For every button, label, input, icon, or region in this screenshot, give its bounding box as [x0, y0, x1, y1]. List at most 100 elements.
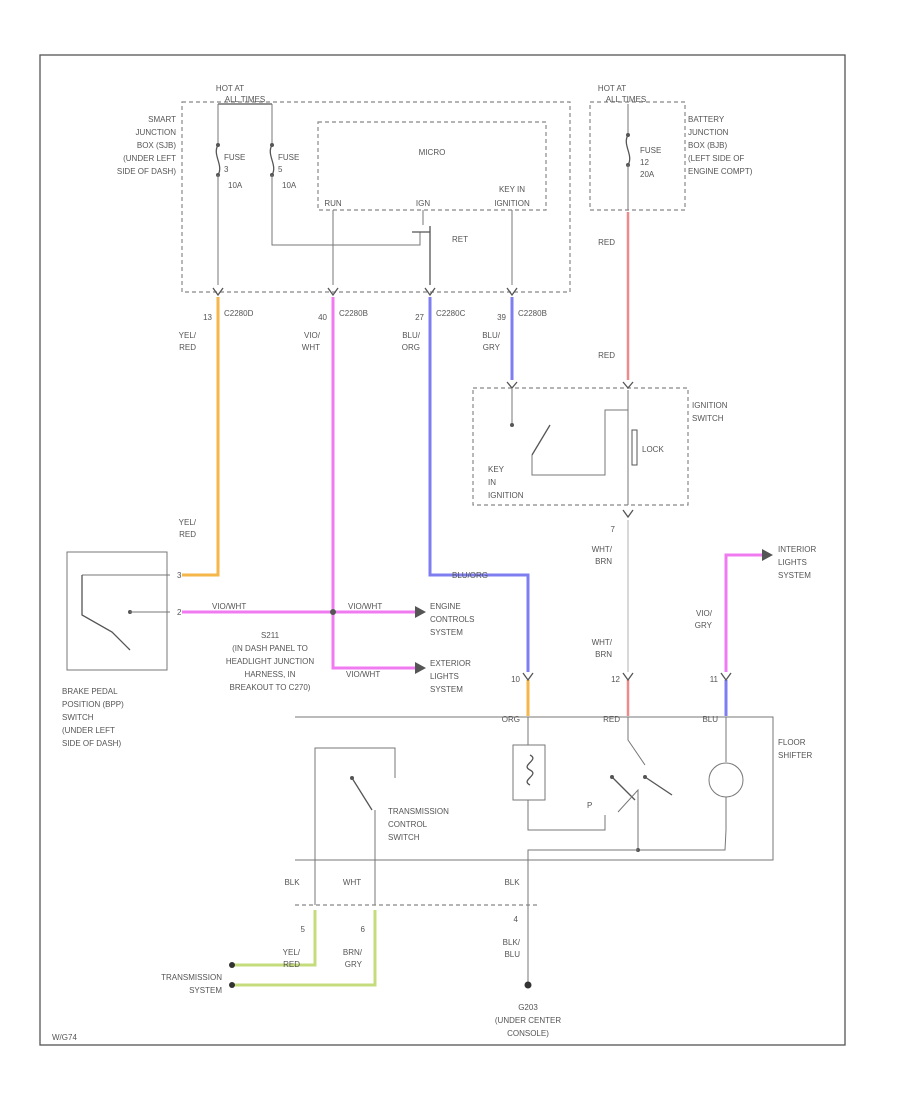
ign-key-contact [510, 423, 514, 427]
sjb-label-0: SMART [148, 115, 176, 124]
lbl-vio-gry-1: GRY [695, 621, 713, 630]
solenoid-return [527, 800, 606, 831]
fs-pin-12 [622, 672, 634, 682]
lbl-yel-red-b1: RED [283, 960, 300, 969]
splice-label-2: HEADLIGHT JUNCTION [226, 657, 315, 666]
ign-key-blade [531, 424, 551, 456]
bottom-pin-4: 4 [514, 915, 519, 924]
fs-pin-11 [720, 672, 732, 682]
fuse5-label-0: FUSE [278, 153, 299, 162]
figure-id: W/G74 [52, 1033, 77, 1042]
engine-label-1: CONTROLS [430, 615, 474, 624]
lbl-wht-brn-a0: WHT/ [592, 545, 613, 554]
ground-label-1: (UNDER CENTER [495, 1016, 561, 1025]
bjb-outline [589, 101, 686, 211]
fs-pin-label-0: ORG [502, 715, 520, 724]
wire-vio-wht-main [331, 297, 415, 670]
fuse12-label-2: 20A [640, 170, 655, 179]
micro-box [317, 121, 547, 211]
lbl-vio-wht-0: VIO/ [304, 331, 321, 340]
floor-shifter: 10 12 11 ORG RED BLU FLOOR SHIFTER P [295, 672, 812, 905]
fuse3-label-2: 10A [228, 181, 243, 190]
bottom-pin-6: 6 [361, 925, 366, 934]
lbl-wht-brn-b0: WHT/ [592, 638, 613, 647]
pin-conn-2: C2280C [436, 309, 466, 318]
tcs-label-2: SWITCH [388, 833, 420, 842]
solenoid-frame [512, 717, 546, 801]
bjb-hot-at-0: HOT AT [598, 84, 626, 93]
lbl-blk-blu-0: BLK/ [503, 938, 521, 947]
wire-yel-red-b [232, 910, 317, 967]
smart-junction-box: SMART JUNCTION BOX (SJB) (UNDER LEFT SID… [117, 84, 571, 322]
splice-tag-3: VIO/WHT [346, 670, 380, 679]
micro-run-label: RUN [324, 199, 342, 208]
tcs-blade [351, 777, 373, 811]
fs-pin-num-0: 10 [511, 675, 520, 684]
ign-lock-label: LOCK [642, 445, 664, 454]
lbl-yel-red-0b: YEL/ [179, 518, 197, 527]
lbl-yel-red-1: RED [179, 343, 196, 352]
lbl-blk-blu-1: BLU [504, 950, 520, 959]
floor-shifter-outline [295, 716, 774, 861]
fuse5-label-2: 10A [282, 181, 297, 190]
fs-label-0: FLOOR [778, 738, 806, 747]
sjb-label-2: BOX (SJB) [137, 141, 176, 150]
pin-num-0: 13 [203, 313, 212, 322]
bpp-label-1: POSITION (BPP) [62, 700, 124, 709]
ign-pin-bottom [622, 509, 634, 519]
tcs-label-0: TRANSMISSION [388, 807, 449, 816]
bjb-label-4: ENGINE COMPT) [688, 167, 753, 176]
sjb-pin-13 [212, 287, 224, 297]
exterior-arrow [415, 662, 426, 674]
ign-key-label-0: KEY [488, 465, 505, 474]
sjb-pin-40 [327, 287, 339, 297]
sjb-label-4: SIDE OF DASH) [117, 167, 176, 176]
ign-pin-num: 7 [611, 525, 616, 534]
tcs-label-1: CONTROL [388, 820, 428, 829]
p-blade-b [644, 776, 673, 796]
trans-sys-terminal-a [229, 962, 235, 968]
fuse12-element [625, 134, 631, 166]
bottom-label-wht: WHT [343, 878, 361, 887]
pin-num-3: 39 [497, 313, 506, 322]
sjb-label-1: JUNCTION [136, 128, 177, 137]
bjb-hot-at-1: ALL TIMES [606, 95, 646, 104]
lock-coil [631, 429, 638, 466]
wire-yel-red [182, 297, 220, 577]
ign-pin-top-right [622, 381, 634, 390]
fs-label-1: SHIFTER [778, 751, 812, 760]
ign-label-0: IGNITION [692, 401, 728, 410]
sjb-hot-at-1: ALL TIMES [225, 95, 265, 104]
lbl-blu-org-0: BLU/ [402, 331, 421, 340]
lbl-blu-gry-0: BLU/ [482, 331, 501, 340]
relay-label: RET [452, 235, 468, 244]
battery-junction-box: HOT AT ALL TIMES FUSE 12 20A BATTERY JUN… [589, 84, 753, 211]
ign-pin-top-left [506, 381, 518, 390]
ground-label-0: G203 [518, 1003, 538, 1012]
micro-label: MICRO [419, 148, 446, 157]
lbl-brn-gry-0: BRN/ [343, 948, 363, 957]
lbl-yel-red-b0: YEL/ [283, 948, 301, 957]
bottom-label-blk-a: BLK [284, 878, 300, 887]
micro-key-in-1: IGNITION [494, 199, 530, 208]
exterior-label-1: LIGHTS [430, 672, 459, 681]
bpp-blade [81, 575, 131, 651]
engine-arrow [415, 606, 426, 618]
splice-label-3: HARNESS, IN [244, 670, 295, 679]
lbl-blu-org-1: ORG [402, 343, 420, 352]
lamp-return [638, 797, 727, 851]
splice-label-1: (IN DASH PANEL TO [232, 644, 308, 653]
diagram-frame [39, 54, 846, 1046]
trans-sys-terminal-b [229, 982, 235, 988]
tcs-line-a [314, 747, 396, 860]
trans-sys-label-0: TRANSMISSION [161, 973, 222, 982]
ign-label-1: SWITCH [692, 414, 724, 423]
fs-pin-label-1: RED [603, 715, 620, 724]
fuse3-label-1: 3 [224, 165, 229, 174]
sjb-hot-at-0: HOT AT [216, 84, 244, 93]
pin-num-2: 27 [415, 313, 424, 322]
lbl-yel-red-1b: RED [179, 530, 196, 539]
ignition-switch: LOCK KEY IN IGNITION IGNITION SWITCH 7 [472, 381, 728, 534]
